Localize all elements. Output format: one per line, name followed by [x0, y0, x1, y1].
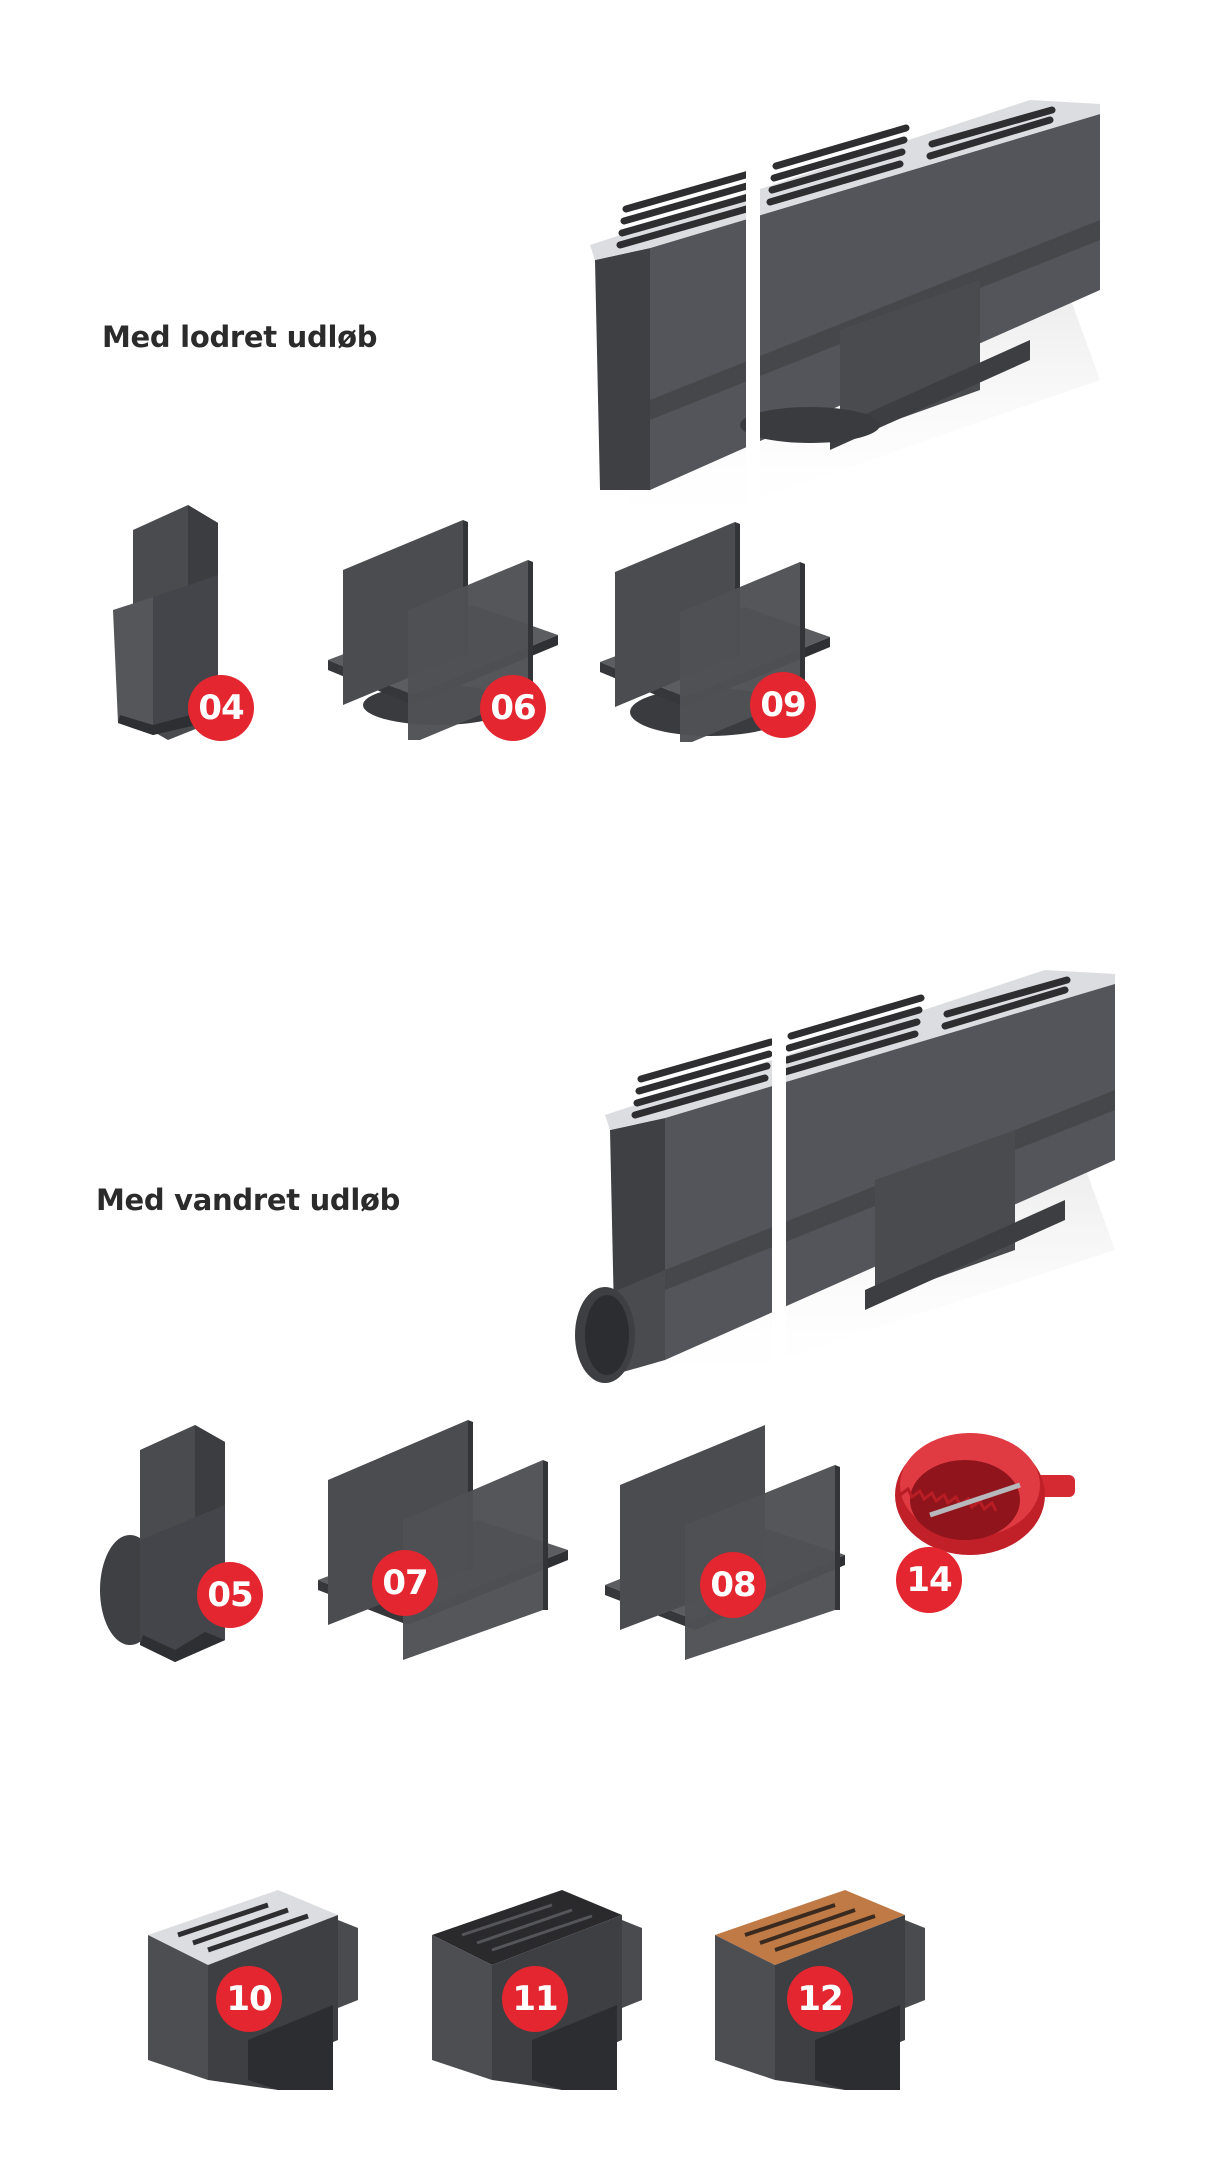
product-09-image [600, 522, 830, 742]
product-number-badge: 05 [197, 1562, 263, 1628]
product-number-badge: 14 [896, 1547, 962, 1613]
product-11-corner-black-image [432, 1890, 642, 2090]
product-number-badge: 09 [750, 672, 816, 738]
product-number-badge: 10 [216, 1966, 282, 2032]
product-number-badge: 08 [700, 1552, 766, 1618]
product-number-badge: 12 [787, 1966, 853, 2032]
product-08-image [605, 1425, 845, 1660]
channel-vertical-outlet-image [590, 100, 1100, 510]
section-heading-horizontal: Med vandret udløb [96, 1183, 401, 1217]
product-number-badge: 04 [188, 675, 254, 741]
product-07-image [318, 1420, 568, 1660]
product-14-holesaw-image [895, 1433, 1075, 1555]
product-number-badge: 11 [502, 1966, 568, 2032]
image-split-divider [746, 160, 760, 520]
product-number-badge: 06 [480, 675, 546, 741]
image-split-divider [772, 1030, 786, 1420]
section-heading-vertical: Med lodret udløb [102, 320, 378, 354]
product-number-badge: 07 [372, 1550, 438, 1616]
product-05-image [100, 1425, 225, 1662]
channel-horizontal-outlet-image [575, 970, 1115, 1400]
